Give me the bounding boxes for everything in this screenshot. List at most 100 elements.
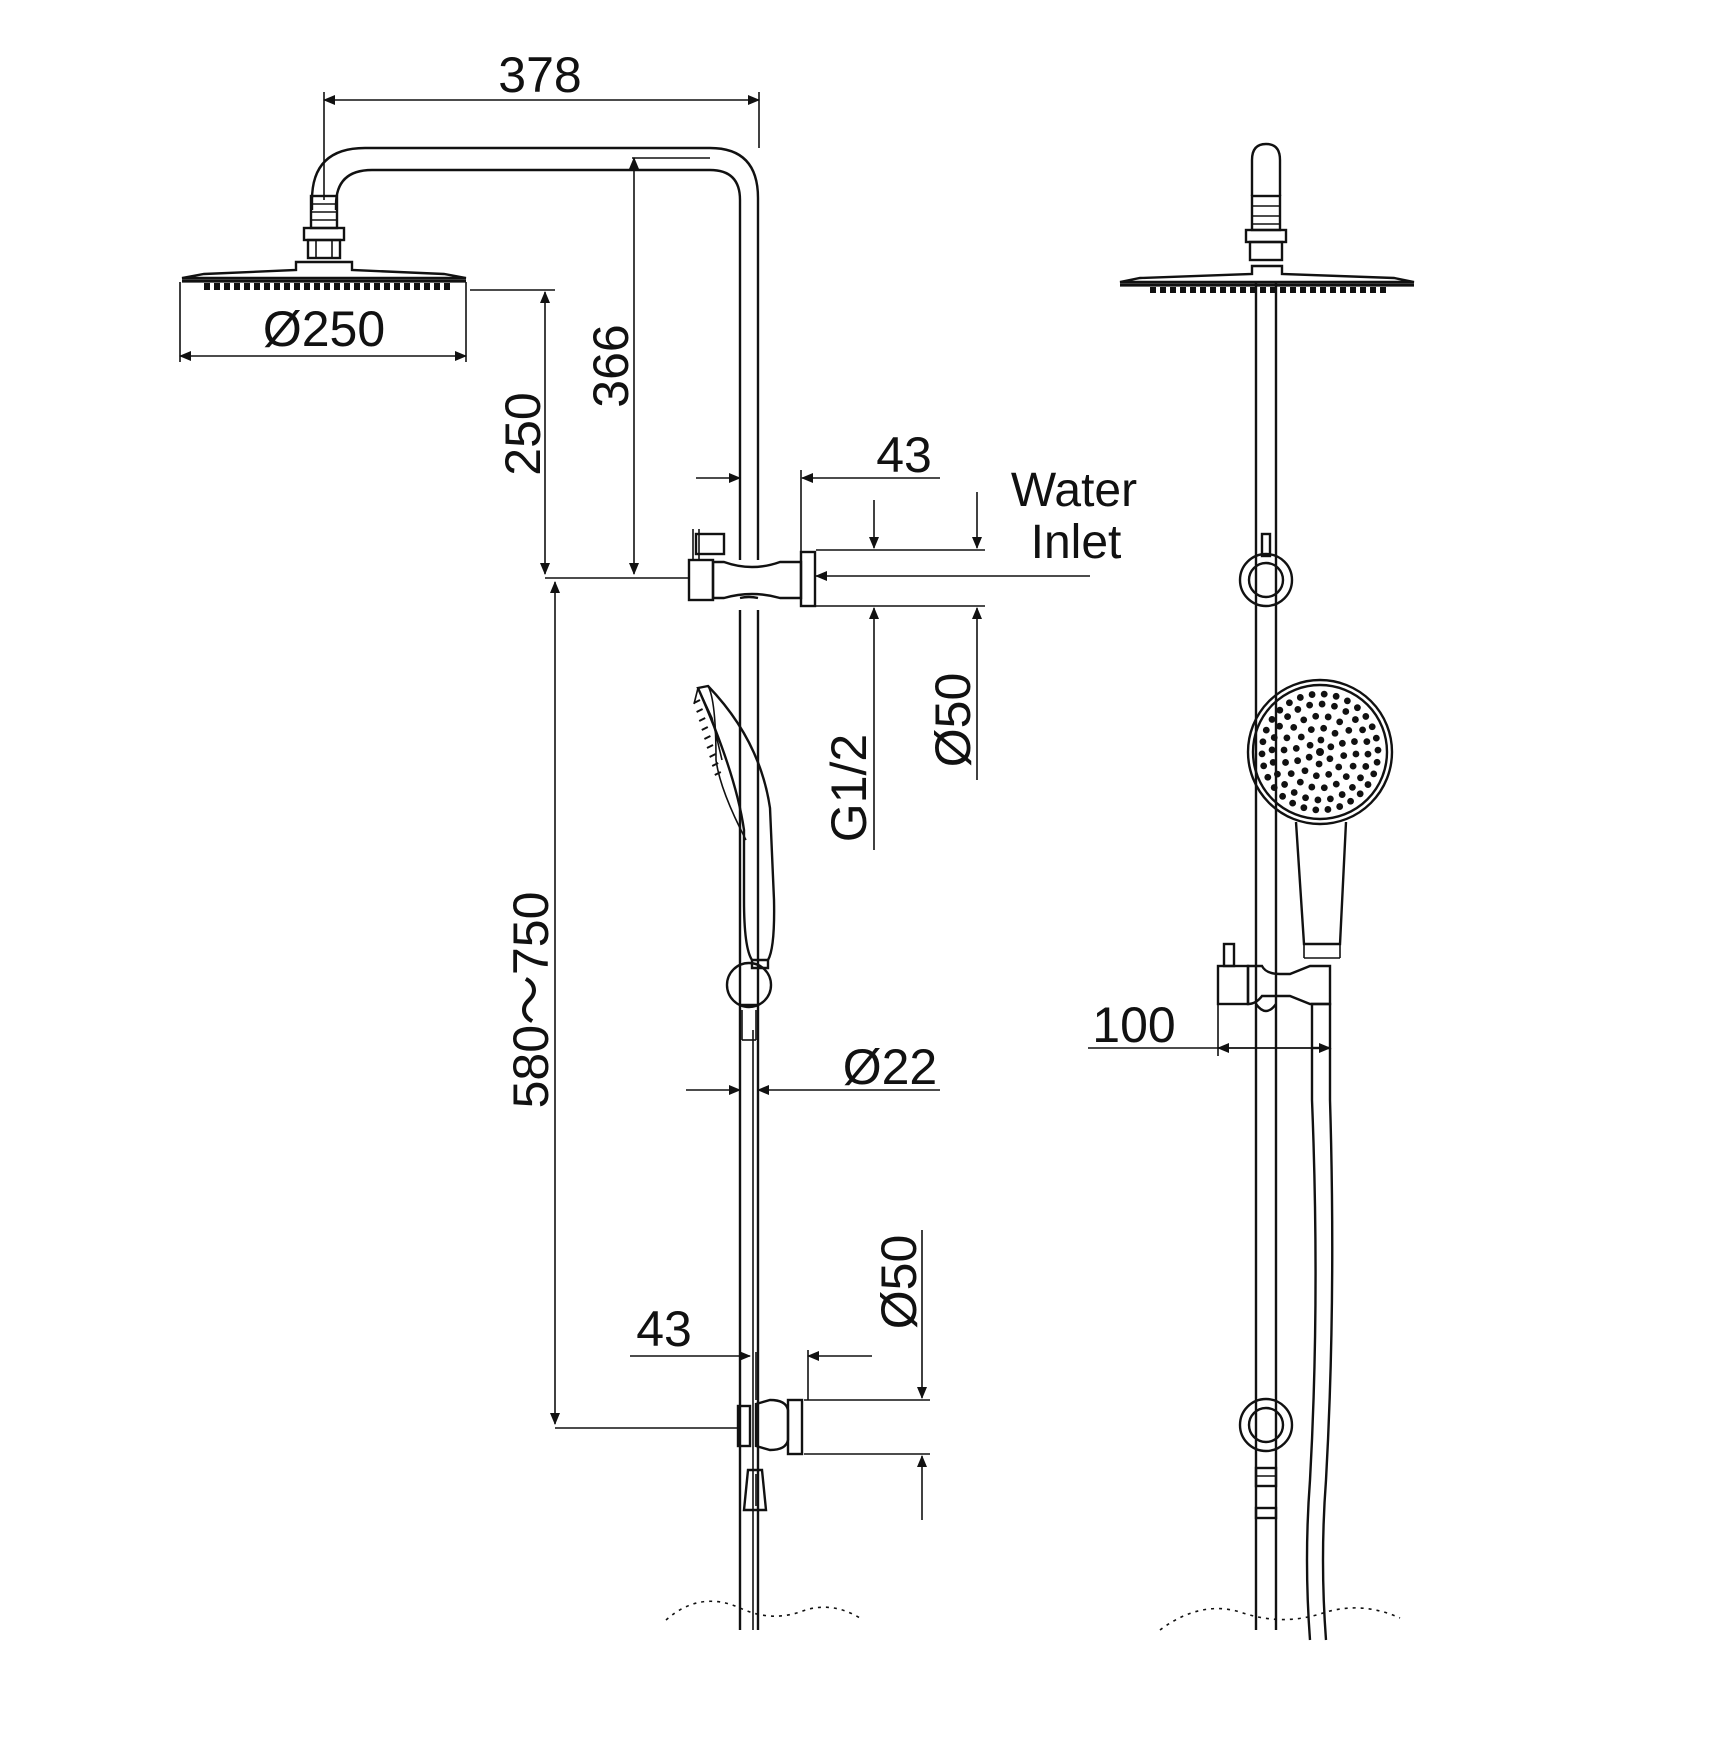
- dim-side-depth: 100: [1092, 997, 1175, 1053]
- nozzle-mark: [234, 283, 240, 290]
- nozzle-mark: [1270, 287, 1276, 293]
- face-hole: [1259, 738, 1267, 746]
- nozzle-mark: [1160, 287, 1166, 293]
- face-hole: [1268, 746, 1276, 754]
- nozzle-mark: [384, 283, 390, 290]
- face-hole: [1345, 727, 1353, 734]
- bottom-bracket: [736, 1398, 804, 1512]
- nozzle-mark: [374, 283, 380, 290]
- face-hole: [1286, 699, 1293, 707]
- nozzle-mark: [1260, 287, 1266, 293]
- face-hole: [1308, 691, 1316, 698]
- nozzle-tick: [696, 708, 704, 713]
- nozzle-mark: [1300, 287, 1306, 293]
- face-hole: [1296, 694, 1304, 701]
- face-hole: [1363, 738, 1371, 746]
- nozzle-mark: [354, 283, 360, 290]
- nozzle-mark: [1250, 287, 1256, 293]
- face-hole: [1287, 770, 1295, 777]
- nozzle-mark: [1380, 287, 1386, 293]
- face-hole: [1370, 770, 1378, 778]
- nozzle-mark: [1330, 287, 1336, 293]
- face-hole: [1351, 716, 1359, 723]
- face-hole: [1332, 780, 1340, 788]
- dim-inlet-thread: G1/2: [821, 734, 877, 842]
- nozzle-mark: [274, 283, 280, 290]
- rain-head-side: [1119, 264, 1415, 293]
- face-hole: [1314, 796, 1322, 804]
- face-hole: [1284, 713, 1291, 721]
- slider-side: [1216, 942, 1332, 1050]
- nozzle-tick: [701, 726, 709, 731]
- face-hole: [1342, 773, 1350, 781]
- face-hole: [1317, 736, 1325, 744]
- face-hole: [1280, 746, 1288, 754]
- face-hole: [1296, 778, 1304, 786]
- dim-head-height: 250: [495, 392, 551, 475]
- nozzle-mark: [1370, 287, 1376, 293]
- dim-inlet-offset-top: 43: [876, 427, 932, 483]
- nozzle-mark: [1150, 287, 1156, 293]
- dim-bracket-diameter-bottom: Ø50: [871, 1235, 927, 1330]
- front-view: [181, 146, 861, 1630]
- rain-shower-head: [181, 260, 467, 290]
- face-hole: [1264, 773, 1272, 781]
- face-hole: [1290, 789, 1298, 796]
- face-hole: [1258, 750, 1266, 758]
- nozzle-tick: [693, 699, 701, 704]
- dim-inlet-diameter: Ø50: [925, 673, 981, 768]
- nozzle-mark: [1280, 287, 1286, 293]
- nozzle-mark: [214, 283, 220, 290]
- face-hole: [1362, 763, 1370, 770]
- nozzle-mark: [324, 283, 330, 290]
- face-hole: [1312, 712, 1320, 720]
- nozzle-tick: [698, 717, 706, 722]
- face-hole: [1300, 804, 1308, 812]
- face-hole: [1338, 739, 1346, 747]
- hand-shower: [693, 684, 776, 970]
- nozzle-mark: [1190, 287, 1196, 293]
- hand-shower-holder: [725, 961, 773, 1009]
- face-hole: [1320, 784, 1328, 792]
- face-hole: [1305, 753, 1313, 761]
- face-hole: [1312, 772, 1320, 780]
- face-hole: [1352, 750, 1360, 758]
- face-hole: [1297, 733, 1305, 741]
- water-inlet-label-line1: Water: [1011, 464, 1137, 517]
- nozzle-mark: [1240, 287, 1246, 293]
- face-hole: [1335, 763, 1343, 771]
- face-hole: [1300, 716, 1308, 724]
- face-hole: [1343, 697, 1351, 705]
- water-inlet-label-line2: Inlet: [1031, 516, 1122, 569]
- riser-rail: [738, 610, 760, 1630]
- nozzle-mark: [414, 283, 420, 290]
- nozzle-mark: [1360, 287, 1366, 293]
- lower-bracket-side: [1238, 1397, 1294, 1520]
- face-hole: [1276, 722, 1283, 730]
- face-hole: [1320, 724, 1328, 732]
- nozzle-mark: [344, 283, 350, 290]
- face-hole: [1260, 762, 1268, 770]
- face-hole: [1308, 783, 1316, 791]
- nozzle-mark: [424, 283, 430, 290]
- dim-arm-width: 378: [498, 47, 581, 103]
- face-hole: [1359, 726, 1366, 734]
- nozzle-mark: [394, 283, 400, 290]
- face-hole: [1324, 713, 1332, 721]
- nozzle-mark: [1340, 287, 1346, 293]
- side-view: [1119, 142, 1415, 1641]
- nozzle-mark: [1350, 287, 1356, 293]
- dim-bracket-offset-bottom: 43: [636, 1301, 692, 1357]
- face-hole: [1336, 718, 1344, 726]
- nozzle-mark: [1290, 287, 1296, 293]
- face-hole: [1362, 713, 1370, 720]
- nozzle-mark: [334, 283, 340, 290]
- face-hole: [1354, 704, 1361, 712]
- face-hole: [1268, 716, 1276, 723]
- face-hole: [1324, 806, 1332, 813]
- face-hole: [1276, 706, 1284, 714]
- face-hole: [1301, 767, 1309, 775]
- face-hole: [1364, 781, 1372, 788]
